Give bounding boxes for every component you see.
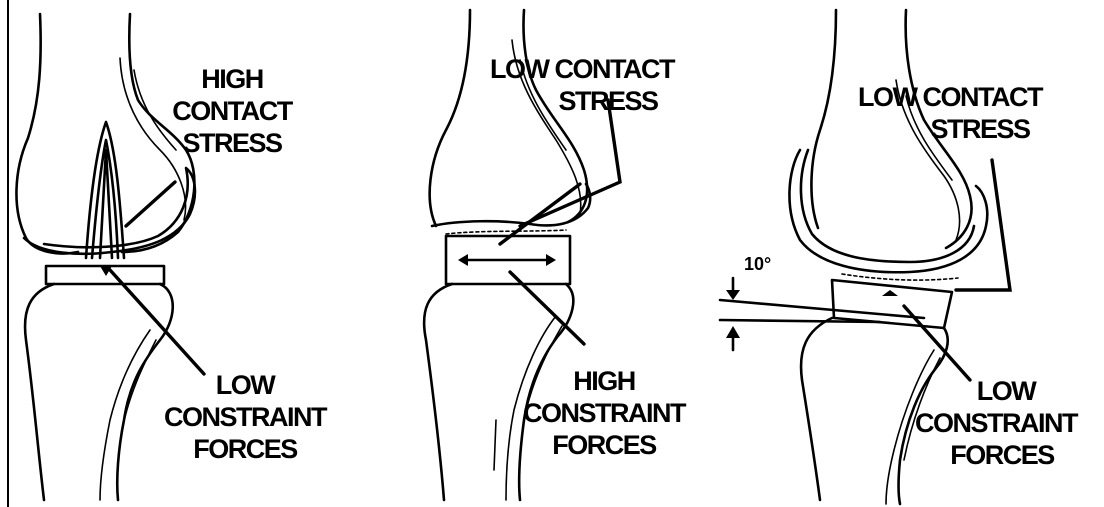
panel-3-leader-bottom <box>904 306 970 380</box>
panel-2-femur <box>430 10 587 226</box>
panel-2: LOW CONTACT STRESS HIGH CONSTRAINT FORCE… <box>424 10 687 500</box>
panel-2-top-label-1: LOW CONTACT <box>490 54 676 84</box>
panel-3-angle-line-1 <box>720 300 924 318</box>
panel-3-bottom-label-2: CONSTRAINT <box>915 408 1079 438</box>
panel-3-angle-label: 10° <box>744 254 771 274</box>
panel-3-top-label-2: STRESS <box>930 114 1030 144</box>
panel-3-bottom-label-3: FORCES <box>950 440 1054 470</box>
panel-1-top-label-2: CONTACT <box>172 96 293 126</box>
panel-2-top-label-2: STRESS <box>558 86 658 116</box>
panel-1-leader-bottom <box>110 270 204 374</box>
panel-1-femur <box>16 14 194 253</box>
panel-1-bottom-label-2: CONSTRAINT <box>164 402 328 432</box>
panel-2-bottom-label-3: FORCES <box>552 430 656 460</box>
panel-1-bottom-label-3: FORCES <box>193 434 297 464</box>
panel-2-leader-top <box>520 100 620 226</box>
panel-3-angle-arrowhead-top <box>726 290 740 300</box>
panel-1-fibula <box>100 330 156 500</box>
panel-2-contact-zone <box>446 230 566 234</box>
panel-3-arrowhead <box>882 290 898 296</box>
panel-2-tibia <box>424 284 573 500</box>
panel-1-stress-spike <box>86 122 124 258</box>
panel-1-top-label-3: STRESS <box>182 128 282 158</box>
panel-1-bottom-label-1: LOW <box>216 370 276 400</box>
panel-3: 10° LOW CONTACT STRESS LOW CONSTRAINT FO… <box>720 10 1079 504</box>
panel-1-leader-top <box>126 182 175 226</box>
panel-1: HIGH CONTACT STRESS LOW CONSTRAINT FORCE… <box>16 14 328 500</box>
panel-3-top-label-1: LOW CONTACT <box>858 82 1044 112</box>
panel-3-bottom-label-1: LOW <box>977 376 1037 406</box>
panel-1-top-label-1: HIGH <box>201 64 263 94</box>
panel-2-bottom-label-1: HIGH <box>573 366 635 396</box>
panel-3-angle-arrowhead-bottom <box>726 326 740 338</box>
panel-2-bottom-label-2: CONSTRAINT <box>523 398 687 428</box>
panel-3-contact-zone <box>842 274 958 280</box>
